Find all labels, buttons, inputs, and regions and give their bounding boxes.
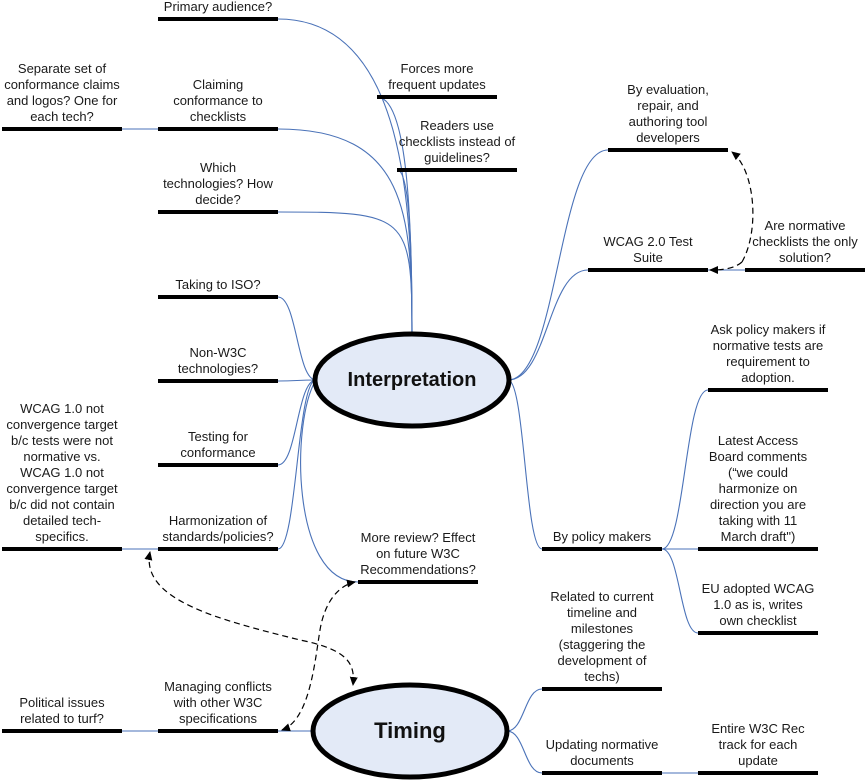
node-underline [608, 148, 728, 152]
node-forces-updates[interactable]: Forces more frequent updates [377, 0, 497, 99]
node-eu-adopted[interactable]: EU adopted WCAG 1.0 as is, writes own ch… [698, 483, 818, 635]
node-underline [2, 547, 122, 551]
hub-timing-ellipse[interactable] [310, 682, 510, 780]
node-label: Harmonization of standards/policies? [162, 513, 274, 544]
node-underline [542, 547, 662, 551]
node-label: Related to current timeline and mileston… [550, 589, 654, 684]
node-underline [358, 580, 478, 584]
node-underline [158, 127, 278, 131]
dashed-link-managing-conflicts-to-more-review [281, 579, 356, 731]
node-label: Latest Access Board comments (“we could … [708, 433, 808, 544]
node-underline [542, 687, 662, 691]
node-readers-use-checklists[interactable]: Readers use checklists instead of guidel… [397, 20, 517, 172]
node-underline [2, 127, 122, 131]
connector-which-technologies [277, 211, 413, 335]
node-taking-to-iso[interactable]: Taking to ISO? [158, 147, 278, 299]
node-label: Non-W3C technologies? [177, 345, 259, 376]
node-underline [708, 388, 828, 392]
connector-eu-adopted [661, 548, 699, 634]
node-underline [158, 729, 278, 733]
connector-non-w3c [277, 379, 317, 382]
node-by-policy-makers[interactable]: By policy makers [542, 399, 662, 551]
node-underline [698, 631, 818, 635]
node-testing-conformance[interactable]: Testing for conformance [158, 315, 278, 467]
node-political-issues[interactable]: Political issues related to turf? [2, 581, 122, 733]
node-underline [745, 268, 865, 272]
node-label: WCAG 1.0 not convergence target b/c test… [6, 401, 118, 544]
hub-timing-label: Timing [374, 718, 446, 743]
node-label: Ask policy makers if normative tests are… [710, 322, 826, 385]
connector-harmonization [277, 379, 317, 550]
node-by-tool-developers[interactable]: By evaluation, repair, and authoring too… [608, 0, 728, 152]
node-primary-audience[interactable]: Primary audience? [158, 0, 278, 21]
hub-interpretation-label: Interpretation [347, 368, 477, 391]
connector-updating-normative [506, 730, 543, 774]
node-label: Taking to ISO? [175, 277, 261, 292]
connector-readers-use-checklists [396, 169, 413, 335]
node-label: Readers use checklists instead of guidel… [398, 118, 516, 165]
node-normative-only-solution[interactable]: Are normative checklists the only soluti… [745, 120, 865, 272]
node-label: By policy makers [552, 529, 652, 544]
node-label: WCAG 2.0 Test Suite [603, 234, 693, 265]
node-label: Separate set of conformance claims and l… [4, 61, 120, 124]
node-label: Which technologies? How decide? [163, 160, 273, 207]
node-underline [158, 547, 278, 551]
node-underline [158, 463, 278, 467]
node-label: By evaluation, repair, and authoring too… [627, 82, 709, 145]
node-entire-rec-track[interactable]: Entire W3C Rec track for each update [698, 623, 818, 775]
node-more-review[interactable]: More review? Effect on future W3C Recomm… [358, 432, 478, 584]
connector-related-timeline [506, 688, 543, 732]
connector-taking-to-iso [277, 296, 317, 381]
node-label: Primary audience? [163, 0, 273, 14]
hub-interpretation-ellipse[interactable] [312, 331, 512, 429]
node-access-board[interactable]: Latest Access Board comments (“we could … [698, 399, 818, 551]
node-ask-policy-makers[interactable]: Ask policy makers if normative tests are… [708, 240, 828, 392]
node-underline [2, 729, 122, 733]
node-label: Testing for conformance [180, 429, 256, 460]
node-underline [542, 771, 662, 775]
node-underline [698, 547, 818, 551]
node-label: Updating normative documents [545, 737, 659, 768]
dashed-link-normative-only-solution-to-by-tool-developers [731, 151, 754, 263]
node-label: Political issues related to turf? [19, 695, 105, 726]
dashed-link-normative-only-solution-to-test-suite [709, 261, 743, 274]
node-test-suite[interactable]: WCAG 2.0 Test Suite [588, 120, 708, 272]
node-related-timeline[interactable]: Related to current timeline and mileston… [542, 539, 662, 691]
connector-ask-policy-makers [661, 389, 709, 550]
node-managing-conflicts[interactable]: Managing conflicts with other W3C specif… [158, 581, 278, 733]
dashed-link-harmonization-to-timing [148, 551, 358, 686]
node-updating-normative[interactable]: Updating normative documents [542, 623, 662, 775]
node-label: Claiming conformance to checklists [173, 77, 263, 124]
node-label: Managing conflicts with other W3C specif… [164, 679, 272, 726]
node-underline [698, 771, 818, 775]
node-claiming-conformance[interactable]: Claiming conformance to checklists [158, 0, 278, 131]
node-underline [158, 17, 278, 21]
node-label: Forces more frequent updates [388, 61, 486, 92]
node-underline [158, 379, 278, 383]
connector-testing-conformance [277, 379, 317, 466]
node-non-w3c[interactable]: Non-W3C technologies? [158, 231, 278, 383]
node-label: More review? Effect on future W3C Recomm… [360, 530, 476, 577]
connector-test-suite [507, 269, 589, 381]
node-label: Entire W3C Rec track for each update [711, 721, 805, 768]
node-underline [158, 295, 278, 299]
node-underline [158, 210, 278, 214]
connector-by-policy-makers [507, 379, 543, 550]
connector-more-review [300, 379, 359, 583]
node-underline [377, 95, 497, 99]
node-underline [397, 168, 517, 172]
node-harmonization[interactable]: Harmonization of standards/policies? [158, 399, 278, 551]
node-wcag10-not-target[interactable]: WCAG 1.0 not convergence target b/c test… [2, 399, 122, 551]
node-which-technologies[interactable]: Which technologies? How decide? [158, 62, 278, 214]
connector-by-tool-developers [507, 149, 609, 381]
node-label: Are normative checklists the only soluti… [752, 218, 858, 265]
node-underline [588, 268, 708, 272]
node-label: EU adopted WCAG 1.0 as is, writes own ch… [701, 581, 815, 628]
node-separate-claims[interactable]: Separate set of conformance claims and l… [2, 0, 122, 131]
connector-claiming-conformance [277, 128, 413, 335]
